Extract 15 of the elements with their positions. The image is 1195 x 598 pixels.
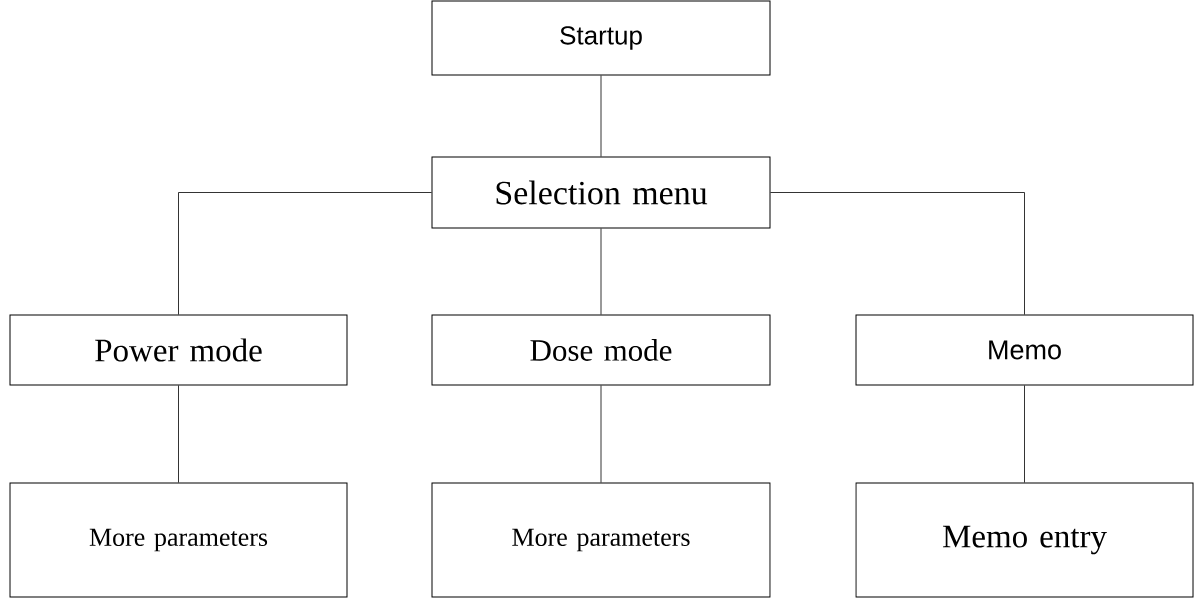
menu-box: Power mode <box>9 314 348 386</box>
menu-box: Dose mode <box>431 314 771 386</box>
connector-line <box>1024 385 1025 483</box>
menu-box: More parameters <box>9 482 348 598</box>
menu-box: Selection menu <box>431 156 771 229</box>
menu-box: Startup <box>431 0 771 76</box>
menu-box: Memo <box>855 314 1194 386</box>
connector-line <box>600 228 602 315</box>
connector-line <box>770 192 1025 315</box>
connector-line <box>178 192 432 315</box>
menu-box: Memo entry <box>855 482 1194 598</box>
connector-line <box>178 385 179 483</box>
connector-line <box>600 385 602 483</box>
connector-line <box>600 75 602 157</box>
menu-box: More parameters <box>431 482 771 598</box>
